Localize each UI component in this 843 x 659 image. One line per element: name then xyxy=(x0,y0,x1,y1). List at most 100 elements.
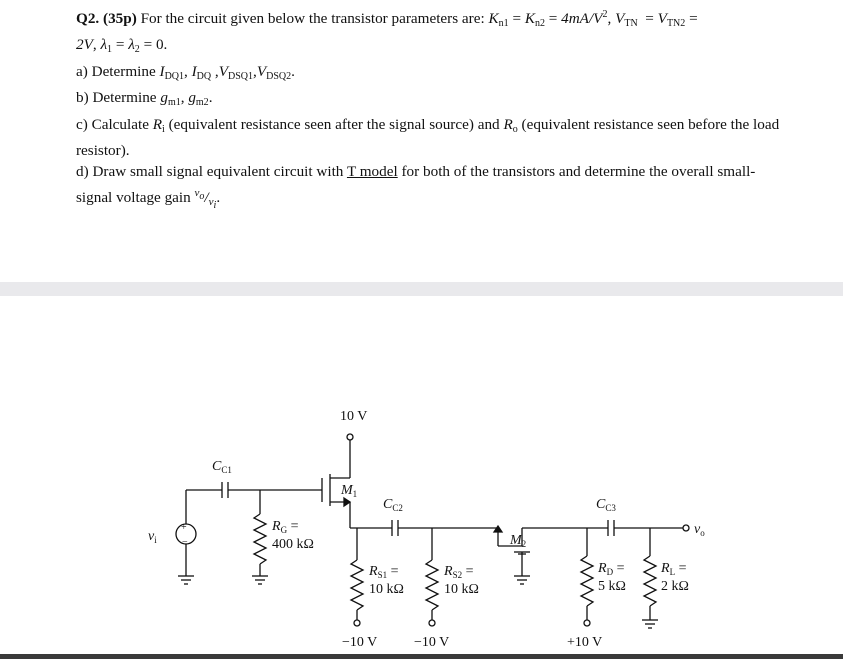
part-a-label: a) Determine xyxy=(76,62,156,80)
param-eq: = xyxy=(115,36,125,54)
question-line-2: 2V, λ1 = λ2 = 0. xyxy=(76,36,168,56)
vss2-terminal xyxy=(428,619,436,627)
bottom-strip xyxy=(0,654,843,659)
resistor-rs1 xyxy=(349,559,365,611)
gain-den-sub: i xyxy=(213,199,217,211)
var-v: V xyxy=(218,62,228,80)
vdd2-terminal xyxy=(583,619,591,627)
param-vtn2: V xyxy=(657,10,667,27)
param-lambda-value: = 0. xyxy=(143,36,168,54)
var-ro: R xyxy=(503,115,513,133)
var-ri: R xyxy=(152,115,163,133)
resistor-rd xyxy=(579,555,595,607)
param-lambda1: λ xyxy=(100,36,108,54)
part-a: a) Determine IDQ1, IDQ ,VDSQ1,VDSQ2. xyxy=(76,62,295,82)
param-kn1: K xyxy=(488,10,499,27)
var-g: g xyxy=(160,89,168,107)
param-lambda2-sub: 2 xyxy=(134,44,140,56)
part-c-label: c) Calculate xyxy=(76,115,149,133)
part-b-label: b) Determine xyxy=(76,89,157,107)
cc1-label: CC1 xyxy=(212,459,232,475)
param-k-exp: 2 xyxy=(602,9,608,20)
param-eq: = xyxy=(645,10,654,27)
param-eq: = xyxy=(512,10,522,27)
param-k-value: 4mA/V xyxy=(561,10,603,27)
gain-fraction: vo/vi xyxy=(194,186,217,211)
vss1-label: −10 V xyxy=(342,635,377,650)
param-kn2-sub: n2 xyxy=(534,18,545,29)
ground-symbol xyxy=(252,575,268,585)
param-kn1-sub: n1 xyxy=(498,18,509,29)
rs1-label: RS1 = xyxy=(368,564,399,580)
cc3-label: CC3 xyxy=(596,497,616,513)
resistor-rg xyxy=(252,513,268,565)
var-sub: m1 xyxy=(167,97,181,109)
part-b: b) Determine gm1, gm2. xyxy=(76,89,213,109)
m1-label: M1 xyxy=(340,483,357,499)
var-sub: DQ1 xyxy=(164,70,185,82)
rl-value: 2 kΩ xyxy=(661,579,689,594)
var-i: I xyxy=(191,62,197,80)
param-kn2: K xyxy=(524,10,535,27)
param-lambda1-sub: 1 xyxy=(107,44,113,56)
part-d: d) Draw small signal equivalent circuit … xyxy=(76,163,756,211)
m2-label: M2 xyxy=(509,533,526,549)
param-vtn2-sub: TN2 xyxy=(666,18,686,29)
param-lambda2: λ xyxy=(128,36,135,54)
var-sub: DSQ1 xyxy=(228,70,254,82)
rd-label: RD = xyxy=(597,561,625,577)
rs2-value: 10 kΩ xyxy=(444,582,479,597)
rs2-label: RS2 = xyxy=(443,564,474,580)
gain-num-sub: o xyxy=(199,190,205,202)
vo-terminal xyxy=(682,524,690,532)
circuit-card xyxy=(0,296,843,654)
vss2-label: −10 V xyxy=(414,635,449,650)
voltage-source: + − xyxy=(175,490,197,576)
param-eq: = xyxy=(548,10,558,27)
gain-num: v xyxy=(194,186,200,199)
var-sub: i xyxy=(162,123,165,135)
source-minus: − xyxy=(182,537,188,548)
vss1-terminal xyxy=(353,619,361,627)
ground-symbol xyxy=(642,619,658,629)
transistor-m1 xyxy=(321,454,352,528)
question-points: (35p) xyxy=(103,10,137,27)
t-model-link: T model xyxy=(346,163,398,181)
rs1-value: 10 kΩ xyxy=(369,582,404,597)
param-vtn-sub: TN xyxy=(624,18,638,29)
question-number: Q2. xyxy=(76,10,100,27)
vo-label: vo xyxy=(694,522,705,538)
capacitor-cc2 xyxy=(391,520,399,536)
question-card xyxy=(0,0,843,282)
var-sub: DQ xyxy=(196,70,212,82)
vi-label: vi xyxy=(148,529,157,545)
vdd2-label: +10 V xyxy=(567,635,602,650)
param-v-value: 2V xyxy=(76,36,93,54)
rd-value: 5 kΩ xyxy=(598,579,626,594)
vdd-label: 10 V xyxy=(340,409,367,424)
part-c-text-1: (equivalent resistance seen after the si… xyxy=(168,115,500,133)
ground-symbol xyxy=(178,575,194,585)
source-plus: + xyxy=(181,522,187,533)
param-vtn: V xyxy=(615,10,625,27)
var-g: g xyxy=(188,89,196,107)
transistor-m2 xyxy=(492,524,548,576)
var-v: V xyxy=(256,62,267,80)
param-eq: = xyxy=(689,10,698,27)
gain-den: v xyxy=(208,195,214,208)
rg-value: 400 kΩ xyxy=(272,537,314,552)
question-text: Q2. (35p) For the circuit given below th… xyxy=(76,4,786,216)
part-d-label: d) Draw small signal equivalent circuit … xyxy=(76,163,344,181)
ground-symbol xyxy=(514,575,530,585)
rl-label: RL = xyxy=(660,561,687,577)
part-c-text-2: (equivalent resistance seen before the l… xyxy=(76,115,780,160)
vdd-terminal xyxy=(346,433,354,441)
resistor-rs2 xyxy=(424,559,440,611)
capacitor-cc3 xyxy=(607,520,615,536)
rg-label: RG = xyxy=(271,519,299,535)
var-sub: m2 xyxy=(195,97,209,109)
cc2-label: CC2 xyxy=(383,497,403,513)
part-d-text: for both of the transistors and determin… xyxy=(76,163,756,206)
capacitor-cc1 xyxy=(221,482,229,498)
